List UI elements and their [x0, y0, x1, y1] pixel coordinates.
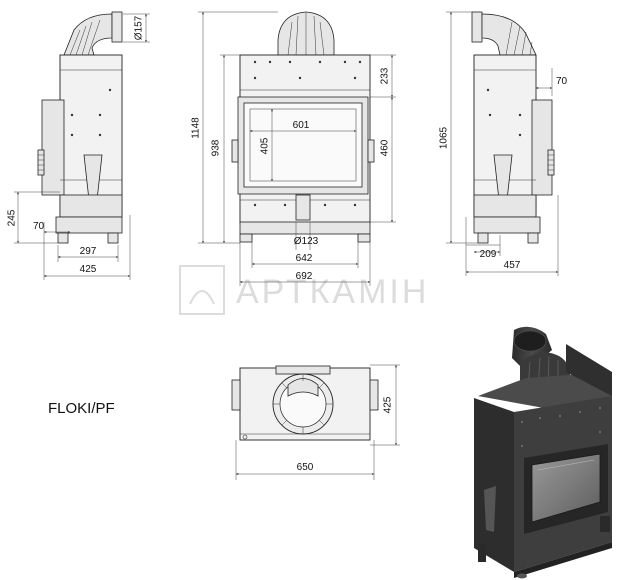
dim-depth-overall: 425: [80, 264, 97, 275]
dim-right-offset: 70: [556, 76, 568, 87]
dim-right-depth-overall: 457: [504, 260, 521, 271]
front-view: 1148 938 233 460 601 405 Ø123 642 692: [191, 11, 396, 286]
top-view: 425 650: [231, 364, 400, 480]
dim-glass-width: 601: [293, 120, 310, 131]
dim-outlet-diameter: Ø123: [294, 236, 319, 247]
watermark-text: АРТКАМІН: [236, 273, 429, 311]
dim-door-height: 460: [380, 139, 391, 156]
model-label: FLOKI/PF: [48, 400, 115, 417]
watermark: АРТКАМІН: [179, 265, 429, 315]
dim-glass-height: 405: [260, 137, 271, 154]
dim-top-width: 650: [297, 462, 314, 473]
product-render: [474, 326, 612, 579]
right-side-view: 1065 70 209 457: [439, 11, 568, 276]
dim-opening-height: 938: [211, 139, 222, 156]
dim-right-base-depth: 209: [480, 249, 497, 260]
left-side-view: Ø157 245 70 297 425: [7, 11, 150, 280]
dim-top-depth: 425: [383, 396, 394, 413]
dim-overall-height: 1148: [191, 117, 202, 139]
dim-top-section: 233: [380, 67, 391, 84]
dim-flue-diameter: Ø157: [134, 15, 145, 40]
dim-depth-inner: 297: [80, 246, 97, 257]
dim-foot-offset: 70: [33, 221, 45, 232]
dim-right-height: 1065: [439, 126, 450, 149]
dim-foot-height: 245: [7, 209, 18, 226]
dim-overall-width: 692: [296, 271, 313, 282]
dim-inner-width: 642: [296, 253, 313, 264]
